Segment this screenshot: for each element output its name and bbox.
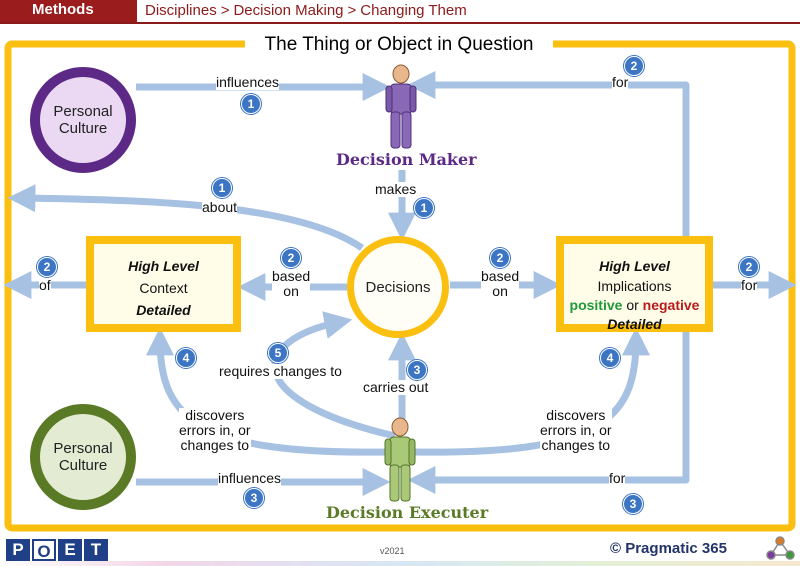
based-word: based [272, 268, 311, 284]
label-of: of [39, 277, 51, 293]
breadcrumb-separator: > [220, 2, 230, 19]
label-requires-changes: requires changes to [219, 363, 342, 379]
badge-discovers-left: 4 [176, 348, 196, 368]
implications-detail: Detailed [607, 316, 662, 332]
arrow-for-bottom [407, 332, 690, 494]
badge-influences-top: 1 [241, 94, 261, 114]
decision-executer-label: Decision Executer [326, 503, 489, 522]
version-text: v2021 [380, 546, 405, 556]
decisions-node: Decisions [347, 236, 449, 338]
badge-about: 1 [212, 178, 232, 198]
diagram-title: The Thing or Object in Question [245, 33, 553, 57]
personal-culture-bottom: Personal Culture [30, 404, 136, 510]
discovers-line: discovers [185, 407, 245, 423]
or-label: or [626, 297, 639, 313]
badge-for-right: 2 [739, 257, 759, 277]
section-tab[interactable]: Methods [0, 0, 137, 22]
label-for-right: for [741, 277, 758, 293]
discovers-line: errors in, or [179, 422, 251, 438]
badge-based-right: 2 [490, 248, 510, 268]
discovers-line: discovers [546, 407, 606, 423]
decision-executer-figure [384, 417, 416, 502]
poet-logo: P O E T [6, 539, 108, 561]
label-about: about [202, 199, 238, 215]
label-based-on-right: based on [481, 268, 520, 299]
logo-letter: P [6, 539, 30, 561]
label-discovers-right: discovers errors in, or changes to [540, 408, 612, 453]
implications-title: Implications [597, 278, 672, 294]
breadcrumb-item[interactable]: Decision Making [233, 2, 344, 19]
logo-letter: T [84, 539, 108, 561]
implications-polarity: positive or negative [564, 296, 705, 314]
label-carries-out: carries out [363, 379, 429, 395]
breadcrumb-item[interactable]: Disciplines [145, 2, 217, 19]
based-word: based [481, 268, 520, 284]
on-word: on [492, 283, 508, 299]
positive-label: positive [569, 297, 623, 313]
molecule-icon [766, 536, 795, 560]
label-influences-top: influences [216, 74, 280, 90]
label-makes: makes [375, 181, 417, 197]
brand-text: © Pragmatic 365 [610, 540, 727, 557]
logo-letter: E [58, 539, 82, 561]
badge-of-left: 2 [37, 257, 57, 277]
badge-based-left: 2 [281, 248, 301, 268]
discovers-line: errors in, or [540, 422, 612, 438]
badge-makes: 1 [414, 198, 434, 218]
arrow-for-top [407, 71, 690, 236]
decision-maker-label: Decision Maker [336, 150, 477, 169]
label-based-on-left: based on [272, 268, 311, 299]
personal-culture-top: Personal Culture [30, 67, 136, 173]
negative-label: negative [642, 297, 700, 313]
breadcrumb-separator: > [347, 2, 357, 19]
context-detail: Detailed [136, 302, 191, 318]
implications-level: High Level [599, 258, 670, 274]
logo-letter: O [32, 539, 56, 561]
breadcrumb: Disciplines>Decision Making>Changing The… [145, 1, 467, 21]
discovers-line: changes to [541, 437, 611, 453]
label-for-top: for [612, 74, 629, 90]
badge-requires: 5 [268, 343, 288, 363]
decision-maker-figure [385, 64, 417, 149]
on-word: on [283, 283, 299, 299]
discovers-line: changes to [180, 437, 250, 453]
header-bar: Methods Disciplines>Decision Making>Chan… [0, 0, 800, 24]
implications-box: High Level Implications positive or nega… [556, 236, 713, 332]
badge-for-bottom: 3 [623, 494, 643, 514]
label-discovers-left: discovers errors in, or changes to [179, 408, 251, 453]
label-for-bottom: for [609, 470, 626, 486]
badge-carries-out: 3 [407, 360, 427, 380]
badge-for-top: 2 [624, 56, 644, 76]
badge-discovers-right: 4 [600, 348, 620, 368]
badge-influences-bottom: 3 [244, 488, 264, 508]
context-box: High Level Context Detailed [86, 236, 241, 332]
label-influences-bottom: influences [218, 470, 282, 486]
breadcrumb-item: Changing Them [360, 2, 467, 19]
context-title: Context [139, 280, 188, 296]
context-level: High Level [128, 258, 199, 274]
footer-gradient-bar [0, 561, 800, 566]
